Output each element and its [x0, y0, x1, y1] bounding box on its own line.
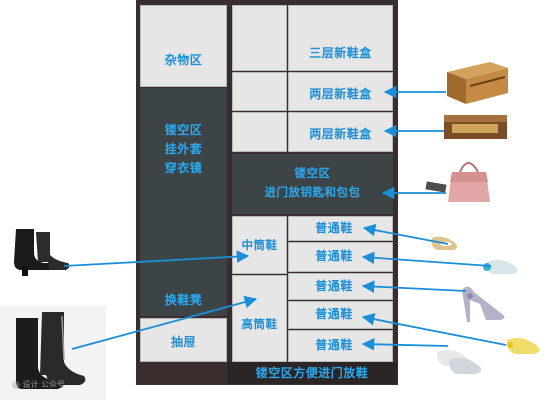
arrow-regular-5	[361, 337, 449, 351]
drawer-label: 抽屉	[170, 334, 196, 349]
tall-boots-icon	[0, 306, 106, 400]
watermark-text: @ 设计 公众号	[12, 380, 66, 389]
right-narrow-panel-3	[232, 112, 287, 152]
bottom-hollow-strip	[227, 362, 397, 384]
tall-boots-panel	[232, 275, 287, 362]
flat-shoe-icon-4	[437, 350, 482, 374]
regular-label-3: 普通鞋	[315, 279, 353, 293]
flat-shoe-icon-3	[507, 338, 540, 354]
mid-boots-label: 中筒鞋	[241, 237, 278, 252]
right-narrow-panel-2	[232, 72, 287, 111]
misc-area-label: 杂物区	[164, 53, 203, 67]
misc-area-panel	[140, 5, 227, 87]
shoebox-shelf-3	[288, 5, 393, 71]
hollow-coat-area	[140, 88, 227, 316]
shoebox-shelf-2a	[288, 72, 393, 111]
regular-label-2: 普通鞋	[315, 249, 353, 263]
shoebox-2a-label: 两层新鞋盒	[309, 86, 372, 101]
mid-boots-panel	[232, 216, 287, 274]
arrow-mid-boots	[63, 250, 250, 267]
tall-boots-label: 高筒鞋	[241, 316, 278, 331]
regular-label-5: 普通鞋	[315, 338, 353, 352]
hollow-key-bag-label: 镂空区 进门放钥匙和包包	[264, 166, 361, 199]
shoebox-3-label: 三层新鞋盒	[309, 45, 372, 60]
regular-shelf-5	[288, 330, 393, 362]
hollow-key-bag-area	[232, 154, 393, 214]
hollow-coat-label: 镂空区 挂外套 穿衣镜	[164, 122, 203, 175]
shoebox-icon-1	[447, 62, 508, 104]
bench-label: 换鞋凳	[164, 292, 203, 307]
flat-shoe-icon-2	[483, 259, 518, 274]
ankle-boot-icon	[14, 229, 70, 276]
shoebox-2b-label: 两层新鞋盒	[309, 126, 372, 141]
arrow-regular-1	[362, 223, 449, 245]
handbag-icon	[425, 162, 490, 202]
regular-label-4: 普通鞋	[315, 307, 353, 321]
shoebox-shelf-2b	[288, 112, 393, 152]
high-heel-icon	[462, 286, 505, 322]
regular-shelf-4	[288, 301, 393, 329]
right-narrow-panel-1	[232, 5, 287, 71]
arrow-regular-2	[361, 251, 492, 267]
arrow-regular-4	[361, 312, 507, 346]
regular-shelf-3	[288, 273, 393, 300]
regular-label-1: 普通鞋	[315, 221, 353, 235]
bottom-strip-label: 镂空区方便进门放鞋	[255, 365, 369, 380]
arrow-regular-3	[361, 280, 467, 293]
shoebox-icon-2	[444, 115, 507, 139]
arrow-tall-boots	[71, 295, 258, 350]
